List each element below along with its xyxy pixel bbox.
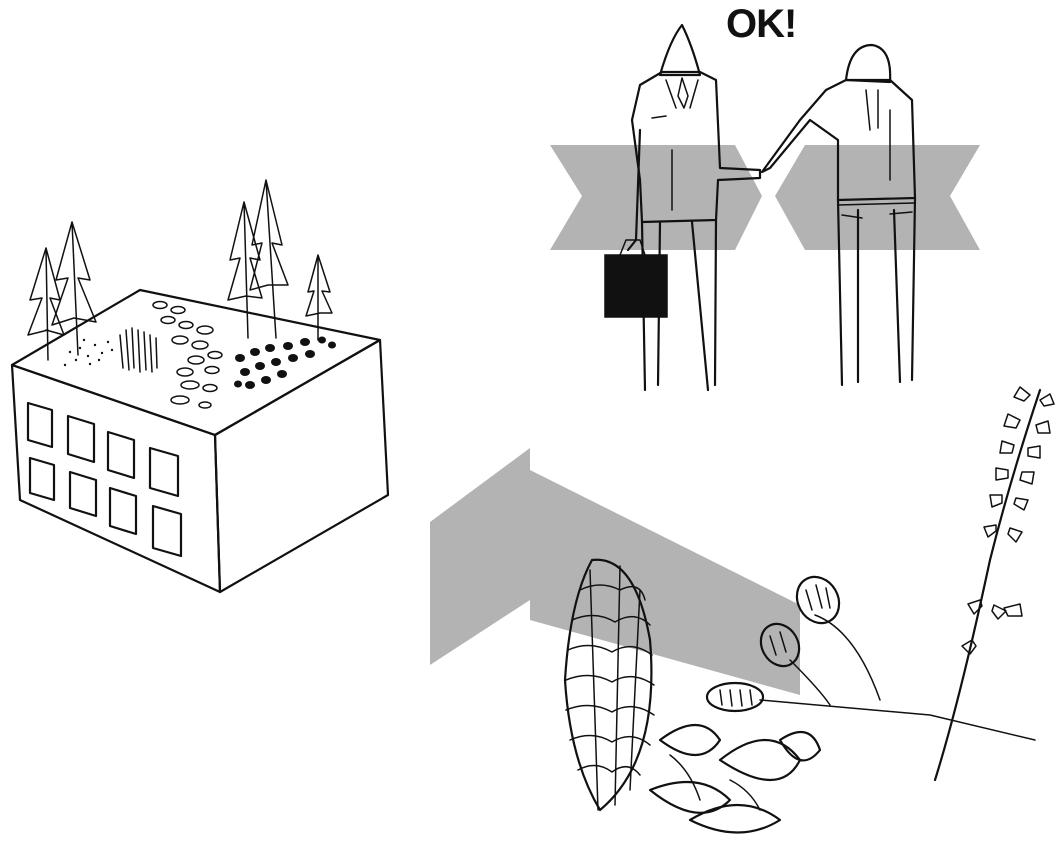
roof-pebbles <box>152 300 223 409</box>
building-side <box>213 338 390 594</box>
businessman-jacket <box>630 70 762 224</box>
roof-grass <box>119 327 158 373</box>
seed-pods <box>648 575 1036 834</box>
businessman-figure <box>604 23 762 392</box>
roof-dark-stones <box>234 336 336 389</box>
ok-caption: OK! <box>726 2 797 46</box>
casual-figure <box>760 43 917 387</box>
handshake-arrow-right <box>775 145 980 250</box>
pine-cone <box>563 558 655 812</box>
return-arrow <box>430 448 800 695</box>
casual-head <box>844 43 892 84</box>
building-roof <box>10 288 382 437</box>
roof-trees <box>27 179 333 361</box>
building <box>10 179 390 594</box>
roof-stipple <box>63 338 114 367</box>
handshake-arrow-left <box>550 145 762 250</box>
businessman-head <box>658 23 702 77</box>
briefcase <box>604 254 668 318</box>
casual-hoodie <box>760 78 917 202</box>
building-windows <box>26 401 183 558</box>
lavender-sprig <box>933 386 1055 782</box>
